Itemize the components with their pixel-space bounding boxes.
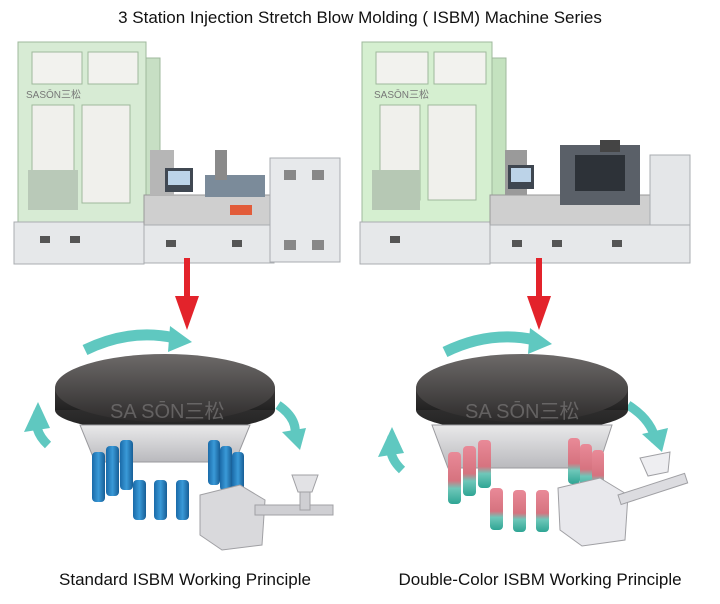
standard-isbm-machine-photo: SASŌN三松 — [13, 41, 341, 265]
rotation-arrow-icon — [275, 401, 306, 450]
rotation-arrow-icon — [24, 402, 52, 449]
machine-brand-right: SASŌN三松 — [374, 88, 429, 101]
standard-isbm-diagram: SA SŌN三松 — [24, 326, 334, 551]
caption-standard-isbm: Standard ISBM Working Principle — [59, 570, 311, 589]
red-down-arrow-right — [527, 258, 551, 330]
blow-mold-block — [199, 474, 334, 551]
preform-group-dual-color — [448, 438, 604, 532]
double-color-isbm-machine-photo: SASŌN三松 — [359, 41, 691, 265]
rotation-arrow-icon — [442, 328, 552, 357]
red-down-arrow-left — [175, 258, 199, 330]
caption-double-color-isbm: Double-Color ISBM Working Principle — [398, 570, 682, 589]
diagram-watermark-left: SA SŌN三松 — [110, 400, 224, 423]
diagram-watermark-right: SA SŌN三松 — [465, 400, 579, 423]
double-color-isbm-diagram: SA SŌN三松 — [378, 328, 689, 547]
preform-group-blue — [92, 440, 244, 520]
rotation-arrow-icon — [82, 326, 192, 355]
rotation-arrow-icon — [378, 427, 406, 474]
page-title: 3 Station Injection Stretch Blow Molding… — [118, 8, 602, 27]
rotation-arrow-icon — [625, 401, 668, 452]
machine-brand-left: SASŌN三松 — [26, 88, 81, 101]
blow-mold-block — [557, 451, 689, 547]
